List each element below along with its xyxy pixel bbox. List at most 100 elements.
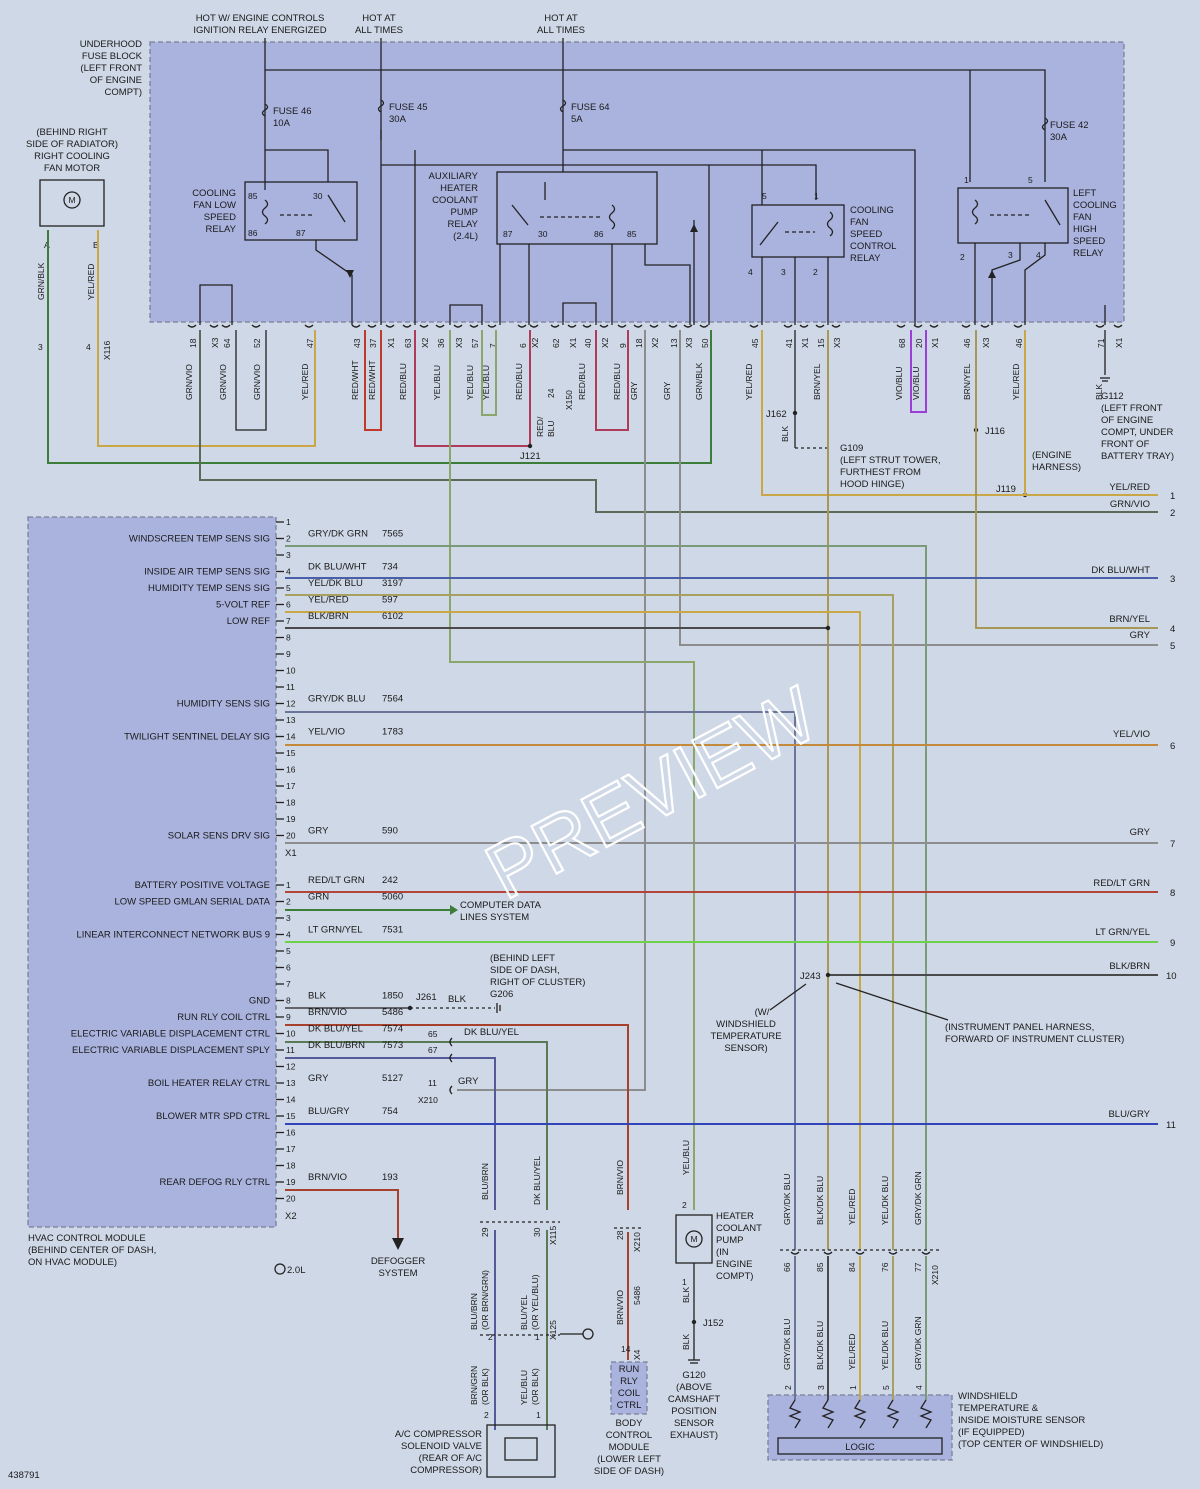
svg-text:RIGHT OF CLUSTER): RIGHT OF CLUSTER)	[490, 977, 585, 988]
svg-text:ON HVAC MODULE): ON HVAC MODULE)	[28, 1257, 117, 1268]
svg-text:COMPUTER DATA: COMPUTER DATA	[460, 900, 542, 911]
hvac-pin-circuit: 193	[382, 1172, 398, 1183]
fuse-conn-pin-label: 46	[1014, 338, 1024, 348]
sensor-wire-label: GRY/DK BLU	[782, 1174, 792, 1225]
svg-text:30: 30	[313, 191, 323, 201]
svg-text:SENSOR: SENSOR	[674, 1418, 714, 1429]
hvac-pin-number: 13	[286, 715, 296, 725]
hvac-pin-wire: BRN/VIO	[308, 1172, 347, 1183]
svg-text:3: 3	[38, 342, 43, 352]
hvac-pin-number: 3	[286, 550, 291, 560]
svg-text:(OR YEL/BLU): (OR YEL/BLU)	[530, 1274, 540, 1330]
sensor-pin: 2	[783, 1385, 793, 1390]
svg-text:2: 2	[488, 1332, 493, 1342]
svg-text:BLU/BRN: BLU/BRN	[480, 1163, 490, 1200]
fuse-64: FUSE 64 5A	[559, 99, 610, 125]
svg-text:EXHAUST): EXHAUST)	[670, 1430, 718, 1441]
fuse-conn-pin	[699, 324, 709, 328]
svg-text:85: 85	[248, 191, 258, 201]
sensor-element	[919, 1399, 933, 1429]
fuse-conn-wire-label: BRN/YEL	[962, 363, 972, 400]
svg-text:WINDSHIELD: WINDSHIELD	[716, 1019, 776, 1030]
right-wire-number: 11	[1166, 1120, 1176, 1131]
svg-text:HEATER: HEATER	[440, 183, 478, 194]
svg-text:FAN: FAN	[1073, 212, 1092, 223]
svg-text:J152: J152	[703, 1318, 724, 1329]
hvac-pin-function: ELECTRIC VARIABLE DISPLACEMENT SPLY	[72, 1045, 271, 1056]
svg-text:G206: G206	[490, 989, 513, 1000]
svg-text:X1: X1	[285, 848, 297, 859]
svg-text:COMPT): COMPT)	[105, 87, 142, 98]
fuse-conn-wire-label: RED/WHT	[350, 360, 360, 400]
fuse-conn-pin	[649, 324, 659, 328]
svg-text:X2: X2	[285, 1211, 297, 1222]
svg-text:(2.4L): (2.4L)	[453, 231, 478, 242]
fuse-conn-pin-label: 15	[816, 338, 826, 348]
svg-text:UNDERHOOD: UNDERHOOD	[80, 39, 142, 50]
svg-text:X115: X115	[548, 1226, 558, 1245]
svg-text:2.0L: 2.0L	[287, 1265, 306, 1276]
hvac-pin-wire: RED/LT GRN	[308, 875, 365, 886]
fuse-conn-pin-label: 43	[352, 338, 362, 348]
svg-text:FUSE 64: FUSE 64	[571, 102, 610, 113]
svg-text:COOLANT: COOLANT	[716, 1223, 762, 1234]
right-cooling-fan-motor: M (BEHIND RIGHT SIDE OF RADIATOR) RIGHT …	[26, 127, 118, 360]
svg-text:MODULE: MODULE	[609, 1442, 650, 1453]
right-wire-color: RED/LT GRN	[1093, 878, 1150, 889]
svg-text:86: 86	[248, 228, 258, 238]
hvac-pin-number: 4	[286, 567, 291, 577]
sensor-element	[821, 1399, 835, 1429]
right-wire-color: GRY	[1130, 630, 1151, 641]
svg-text:1: 1	[964, 175, 969, 185]
svg-text:X210: X210	[418, 1095, 438, 1105]
svg-text:2: 2	[484, 1410, 489, 1420]
hvac-pin-circuit: 7564	[382, 694, 403, 705]
right-wire-color: BRN/YEL	[1109, 614, 1150, 625]
hvac-pin-function: REAR DEFOG RLY CTRL	[159, 1177, 270, 1188]
svg-text:14: 14	[621, 1344, 631, 1354]
hvac-pin-function: INSIDE AIR TEMP SENS SIG	[144, 567, 270, 578]
sensor-wire-label-low: GRY/DK BLU	[782, 1319, 792, 1370]
svg-text:FAN LOW: FAN LOW	[193, 200, 236, 211]
svg-text:3: 3	[1008, 250, 1013, 260]
fuse-conn-pin	[221, 324, 231, 328]
svg-text:BATTERY TRAY): BATTERY TRAY)	[1101, 451, 1174, 462]
hvac-pin-function: ELECTRIC VARIABLE DISPLACEMENT CTRL	[71, 1029, 270, 1040]
svg-text:LEFT: LEFT	[1073, 188, 1096, 199]
hvac-pin-wire: GRN	[308, 892, 329, 903]
upper-wires	[47, 230, 1110, 498]
right-wire-number: 6	[1170, 741, 1175, 752]
hvac-pin-number: 17	[286, 781, 296, 791]
svg-text:FUSE 42: FUSE 42	[1050, 120, 1089, 131]
hvac-pin-number: 14	[286, 732, 296, 742]
fuse-conn-pin	[961, 324, 971, 328]
fuse-conn-pin	[251, 324, 261, 328]
right-wire-number: 5	[1170, 641, 1175, 652]
fuse-conn-pin	[831, 324, 841, 328]
fuse-conn-wire-label: GRN/VIO	[252, 364, 262, 400]
fuse-conn-wire-label: BLK	[1094, 384, 1104, 400]
fuse-conn-pin	[749, 324, 759, 328]
fuse-conn-pin-label: 37	[368, 338, 378, 348]
fuse-conn-pin	[187, 324, 197, 328]
hvac-pin-wire: DK BLU/BRN	[308, 1040, 365, 1051]
svg-text:SIDE OF DASH,: SIDE OF DASH,	[490, 965, 560, 976]
svg-text:COMPT, UNDER: COMPT, UNDER	[1101, 427, 1173, 438]
fuse-conn-wire-label: YEL/BLU	[481, 365, 491, 400]
sensor-x210-pin: 77	[913, 1262, 923, 1272]
svg-text:11: 11	[428, 1078, 437, 1088]
hvac-pin-number: 18	[286, 798, 296, 808]
right-wire-number: 3	[1170, 574, 1175, 585]
hvac-pin-function: SOLAR SENS DRV SIG	[168, 831, 270, 842]
fuse-conn-pin-label: X1	[568, 337, 578, 348]
svg-text:FORWARD OF INSTRUMENT CLUSTER): FORWARD OF INSTRUMENT CLUSTER)	[945, 1034, 1124, 1045]
svg-text:SPEED: SPEED	[204, 212, 236, 223]
svg-text:DEFOGGER: DEFOGGER	[371, 1256, 426, 1267]
svg-text:J243: J243	[800, 971, 821, 982]
svg-text:(OR BLK): (OR BLK)	[530, 1368, 540, 1405]
fuse-conn-pin-label: 13	[669, 338, 679, 348]
hvac-pin-number: 6	[286, 963, 291, 973]
fuse-conn-wire-label: YEL/RED	[300, 364, 310, 400]
svg-text:G120: G120	[682, 1370, 705, 1381]
sensor-wire-label: GRY/DK GRN	[913, 1171, 923, 1225]
